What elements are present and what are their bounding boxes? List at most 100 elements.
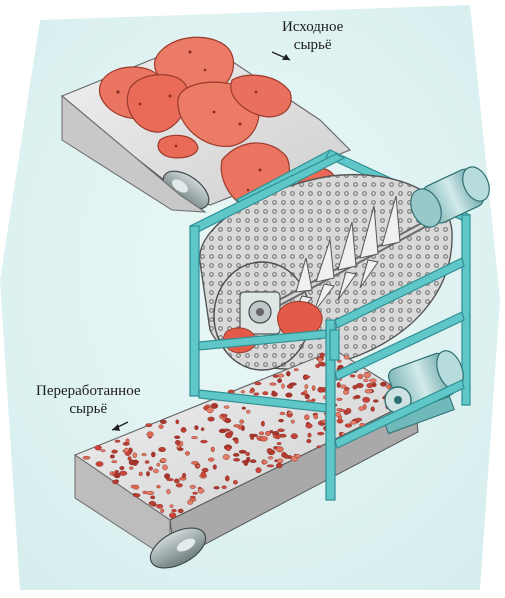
processed-chip bbox=[208, 458, 214, 462]
processed-chip bbox=[115, 440, 120, 442]
processed-chip bbox=[275, 435, 280, 439]
processed-chip bbox=[149, 467, 153, 471]
processed-chip bbox=[134, 494, 141, 498]
processed-chip bbox=[254, 393, 259, 396]
processed-chip bbox=[129, 460, 135, 465]
processed-chip bbox=[147, 432, 154, 438]
processed-chip bbox=[172, 509, 177, 512]
processed-chip bbox=[356, 418, 362, 421]
processed-chip bbox=[195, 426, 199, 430]
processed-chip bbox=[363, 404, 366, 410]
processed-chip bbox=[226, 447, 231, 451]
processed-chip bbox=[246, 452, 250, 455]
input-material-label-line2: сырьё bbox=[282, 36, 343, 54]
processed-chip bbox=[281, 384, 284, 389]
processed-chip bbox=[160, 458, 166, 462]
processed-chip bbox=[308, 433, 311, 437]
processed-chip bbox=[200, 440, 207, 443]
processed-chip bbox=[276, 447, 283, 453]
processed-chip bbox=[373, 400, 378, 403]
processed-chip bbox=[356, 383, 363, 388]
processed-chip bbox=[201, 428, 204, 431]
processed-chip bbox=[280, 412, 285, 415]
processed-chip bbox=[305, 384, 308, 388]
processed-chip bbox=[273, 375, 279, 378]
processed-chip bbox=[304, 376, 311, 379]
processed-chip bbox=[242, 407, 246, 410]
processed-chip bbox=[235, 439, 239, 444]
processed-chip bbox=[191, 436, 197, 439]
processed-chip bbox=[267, 448, 272, 452]
processed-chip bbox=[170, 505, 174, 508]
processed-chip bbox=[112, 450, 118, 454]
processed-chip bbox=[301, 392, 305, 395]
processed-chip bbox=[110, 455, 114, 459]
processed-chip bbox=[146, 424, 152, 427]
processed-chip bbox=[160, 420, 166, 424]
processed-chip bbox=[250, 460, 256, 463]
processed-chip bbox=[355, 395, 361, 398]
processed-chip bbox=[162, 465, 167, 470]
processed-chip bbox=[151, 452, 155, 457]
processed-chip bbox=[83, 456, 90, 459]
processed-chip bbox=[213, 465, 217, 470]
processed-chip bbox=[159, 447, 166, 452]
processed-chip bbox=[350, 421, 357, 425]
input-material-label-line1: Исходное bbox=[282, 18, 343, 36]
processed-chip bbox=[284, 454, 289, 458]
processed-chip bbox=[174, 436, 180, 439]
processed-chip bbox=[288, 411, 292, 414]
processed-chip bbox=[371, 407, 375, 412]
processed-chip bbox=[277, 459, 283, 463]
processed-chip bbox=[178, 448, 184, 451]
processed-chip bbox=[270, 430, 273, 433]
processed-chip bbox=[271, 392, 277, 396]
processed-chip bbox=[341, 433, 344, 436]
processed-chip bbox=[314, 414, 318, 419]
processed-chip bbox=[125, 452, 131, 456]
processed-chip bbox=[157, 485, 161, 488]
processed-chip bbox=[259, 432, 264, 435]
output-material-label: Переработанное сырьё bbox=[36, 382, 141, 418]
processed-chip bbox=[364, 373, 371, 378]
processed-chip bbox=[358, 374, 363, 379]
processed-chip bbox=[129, 467, 133, 470]
processed-chip bbox=[161, 509, 164, 513]
processed-chip bbox=[294, 455, 301, 458]
processed-chip bbox=[380, 382, 386, 386]
processed-chip bbox=[142, 453, 147, 456]
processed-chip bbox=[156, 504, 163, 508]
processed-chip bbox=[234, 425, 240, 428]
processed-chip bbox=[233, 480, 237, 484]
processed-chip bbox=[260, 436, 267, 441]
processed-chip bbox=[207, 408, 214, 413]
processed-chip bbox=[344, 387, 349, 390]
processed-chip bbox=[146, 471, 149, 476]
processed-chip bbox=[267, 465, 274, 467]
processed-chip bbox=[202, 468, 208, 472]
processed-chip bbox=[187, 500, 193, 505]
processed-chip bbox=[350, 375, 355, 378]
processed-chip bbox=[345, 424, 352, 428]
processed-chip bbox=[233, 453, 239, 456]
processed-chip bbox=[239, 450, 246, 453]
processed-chip bbox=[185, 451, 190, 455]
processed-chip bbox=[224, 406, 229, 409]
processed-chip bbox=[337, 398, 343, 401]
processed-chip bbox=[277, 429, 284, 432]
processed-chip bbox=[252, 434, 258, 437]
processed-chip bbox=[133, 485, 139, 489]
processed-chip bbox=[145, 461, 149, 464]
processed-chip bbox=[344, 356, 349, 360]
processed-chip bbox=[286, 371, 290, 376]
processed-chip bbox=[214, 486, 220, 489]
processed-chip bbox=[233, 458, 240, 461]
processed-chip bbox=[164, 474, 170, 479]
processed-chip bbox=[120, 466, 125, 470]
processed-chip bbox=[365, 389, 373, 393]
processed-chip bbox=[176, 483, 183, 487]
processed-chip bbox=[249, 391, 253, 394]
processed-chip bbox=[304, 415, 309, 420]
processed-chip bbox=[241, 426, 244, 431]
processed-chip bbox=[286, 393, 293, 398]
